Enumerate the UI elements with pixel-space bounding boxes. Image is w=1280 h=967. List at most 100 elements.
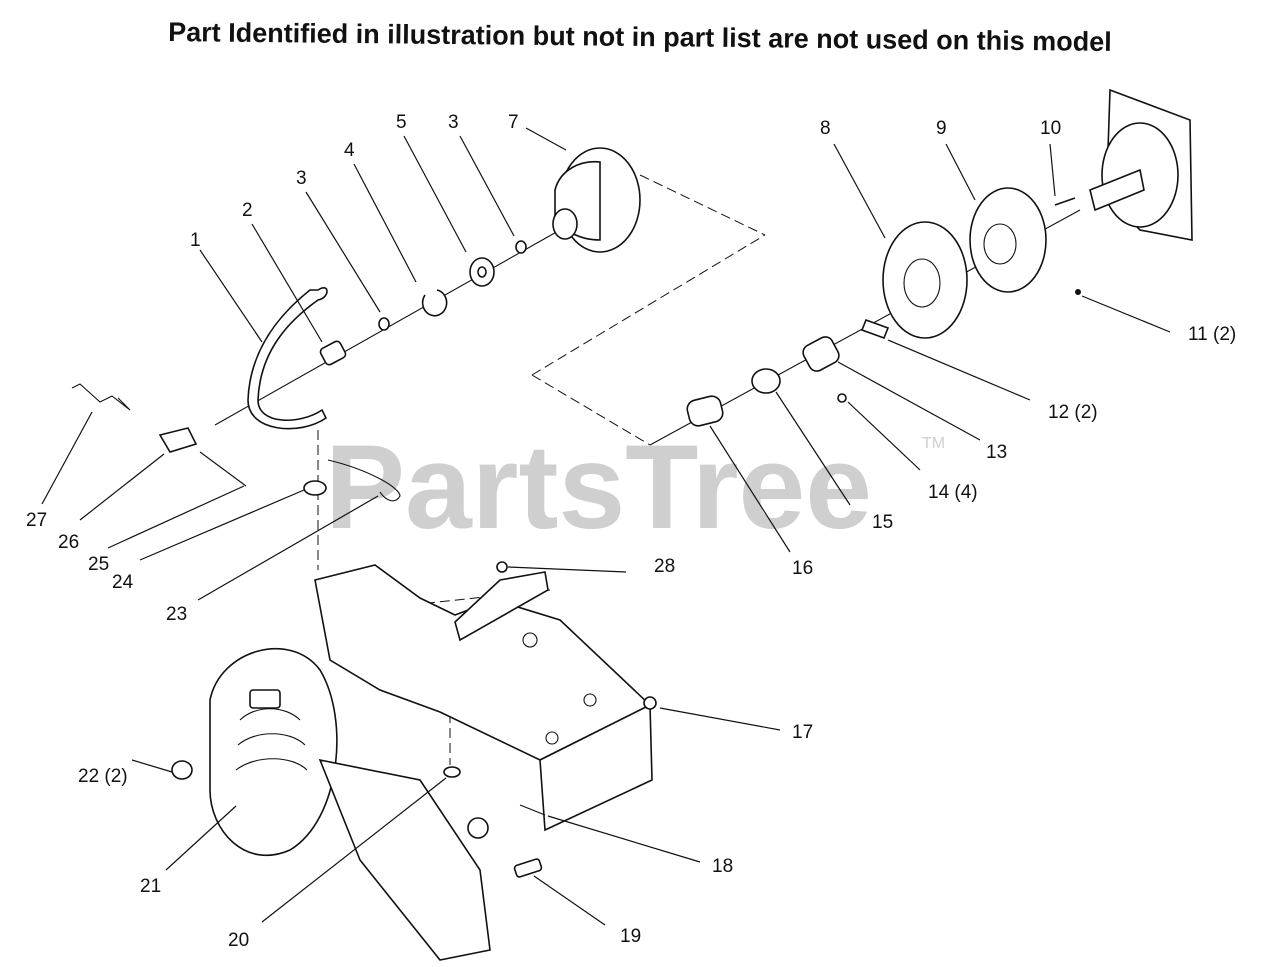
nut-28 <box>496 561 508 573</box>
callout-13: 13 <box>986 442 1007 463</box>
snap-ring <box>421 289 448 317</box>
leader-18 <box>547 815 701 863</box>
callout-28: 28 <box>654 556 675 577</box>
watermark-trademark: TM <box>922 435 945 452</box>
callout-labels: 1 2 3 3 4 5 7 8 9 10 11 (2) 12 (2) 13 14… <box>26 112 1236 951</box>
callout-23: 23 <box>166 604 187 625</box>
callout-5: 5 <box>396 112 407 133</box>
ring-15 <box>751 368 781 394</box>
leader-3a <box>305 191 381 313</box>
bolt-19 <box>513 858 543 878</box>
dashed-link-bottom <box>531 374 651 446</box>
engine-shaft <box>1089 168 1145 212</box>
leader-5 <box>403 135 467 253</box>
leader-14 <box>847 401 921 471</box>
callout-10: 10 <box>1040 118 1061 139</box>
callout-11: 11 (2) <box>1188 324 1236 345</box>
dashed-link-pulley <box>639 174 766 236</box>
leader-1 <box>199 249 263 343</box>
leader-19 <box>533 875 606 926</box>
plug <box>467 817 489 839</box>
screw-14 <box>837 393 847 403</box>
callout-12: 12 (2) <box>1048 402 1098 423</box>
leader-28 <box>507 566 627 573</box>
fan-housing <box>209 647 338 857</box>
chute-rod <box>247 287 328 430</box>
spacer <box>802 336 840 372</box>
callout-4: 4 <box>344 140 355 161</box>
callout-21: 21 <box>140 876 161 897</box>
axle-shaft <box>454 571 549 642</box>
coupling <box>319 340 347 366</box>
bolt-18 <box>519 804 546 816</box>
large-pulley-hub <box>903 258 941 308</box>
drive-pulley <box>969 187 1047 293</box>
upper-pulley-bore <box>552 208 578 240</box>
spring <box>71 383 131 411</box>
callout-14: 14 (4) <box>928 482 978 503</box>
callout-2: 2 <box>242 200 253 221</box>
leader-15 <box>775 391 851 506</box>
leader-24 <box>139 489 305 561</box>
small-ring-right <box>515 240 527 254</box>
leader-23 <box>197 495 379 601</box>
small-ring-left <box>378 317 390 331</box>
callout-18: 18 <box>712 856 733 877</box>
callout-27: 27 <box>26 510 47 531</box>
washer-24 <box>303 480 327 496</box>
callout-24: 24 <box>112 572 134 593</box>
leader-27 <box>41 411 93 505</box>
leader-26 <box>79 453 165 521</box>
callout-22: 22 (2) <box>78 766 128 787</box>
frame-hole-1 <box>522 632 538 648</box>
leader-17 <box>659 707 781 731</box>
leader-lines <box>41 127 1171 926</box>
bearing-bore <box>477 266 487 278</box>
callout-17: 17 <box>792 722 813 743</box>
callout-19: 19 <box>620 926 641 947</box>
bushing <box>686 395 724 427</box>
leader-13 <box>837 361 981 441</box>
leader-12 <box>887 339 1031 401</box>
leader-2 <box>251 223 323 343</box>
frame-hole-2 <box>583 693 597 707</box>
callout-3a: 3 <box>296 168 307 189</box>
callout-1: 1 <box>190 230 201 251</box>
washer-20 <box>443 766 461 778</box>
dashed-link-top <box>531 234 766 376</box>
drive-pulley-hub <box>983 223 1017 265</box>
frame-hole-3 <box>545 731 559 745</box>
leader-10 <box>1049 143 1056 197</box>
callout-9: 9 <box>936 118 947 139</box>
knob <box>171 760 193 780</box>
hairpin-clip <box>327 459 401 502</box>
key <box>1054 197 1076 206</box>
leader-25 <box>107 485 245 549</box>
fan-housing-vents <box>235 708 308 771</box>
leader-9 <box>945 143 976 201</box>
callout-20: 20 <box>228 930 249 951</box>
chassis-frame <box>314 564 652 761</box>
cotter-pin <box>199 451 247 487</box>
callout-15: 15 <box>872 512 893 533</box>
leader-3b <box>459 135 515 237</box>
callout-25: 25 <box>88 554 109 575</box>
leader-22 <box>131 759 173 773</box>
callout-26: 26 <box>58 532 79 553</box>
dashed-link-bracket <box>409 589 551 606</box>
leader-7 <box>525 127 567 151</box>
clip <box>860 318 890 340</box>
callout-3b: 3 <box>448 112 459 133</box>
callout-16: 16 <box>792 558 813 579</box>
leader-20 <box>261 777 447 923</box>
leader-8 <box>833 143 886 239</box>
large-pulley <box>882 221 968 339</box>
callout-7: 7 <box>508 112 519 133</box>
chassis-end-plate <box>539 703 653 832</box>
housing-opening <box>249 689 281 709</box>
callout-8: 8 <box>820 118 831 139</box>
watermark-text: PartsTree <box>325 420 872 554</box>
leader-16 <box>709 425 791 553</box>
chute-bracket <box>158 427 198 453</box>
